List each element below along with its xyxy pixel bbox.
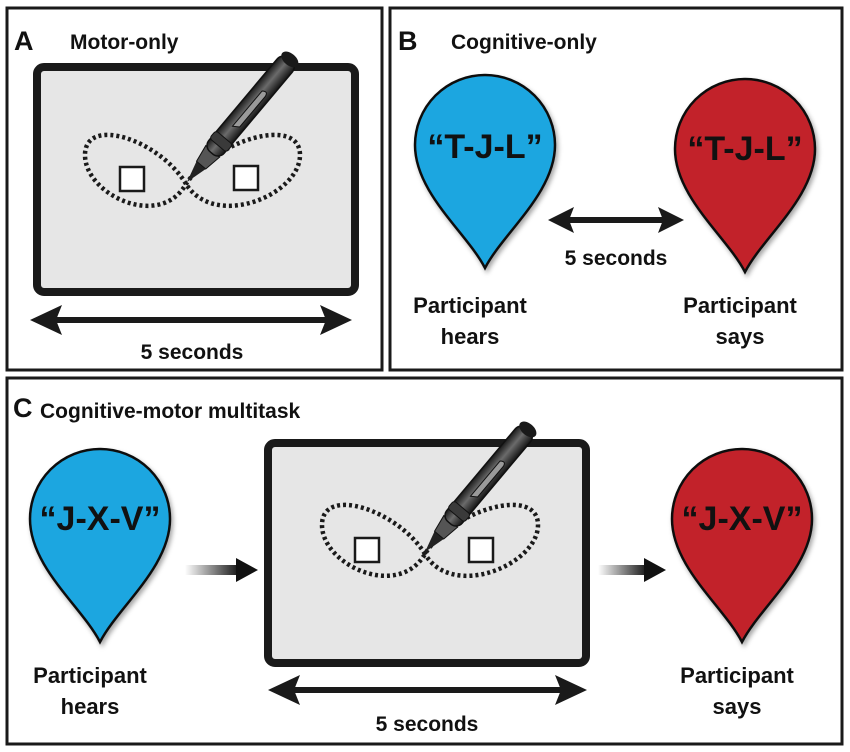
says-label-line1: Participant xyxy=(680,663,794,688)
panel-b-letter: B xyxy=(398,26,418,56)
panel-c-border xyxy=(5,376,844,746)
panel-b: B Cognitive-only “T-J-L” “T-J-L” 5 secon… xyxy=(388,6,844,372)
tablet-icon xyxy=(33,63,359,296)
panel-a-title: Motor-only xyxy=(70,31,179,54)
panel-a: A Motor-only 5 seconds xyxy=(5,6,384,372)
hears-label-line1: Participant xyxy=(33,663,147,688)
speech-drop-icon-hear xyxy=(413,73,557,270)
says-label-line2: says xyxy=(716,324,765,349)
flow-arrow-out xyxy=(598,558,666,582)
says-label-line2: says xyxy=(713,694,762,719)
target-square-left xyxy=(118,165,146,193)
figure-eight-path xyxy=(319,502,541,579)
says-label-line1: Participant xyxy=(683,293,797,318)
hears-label-line2: hears xyxy=(61,694,120,719)
panel-c-title: Cognitive-motor multitask xyxy=(40,400,301,423)
figure-eight-path xyxy=(82,132,303,209)
duration-label: 5 seconds xyxy=(141,341,244,364)
hears-label-line2: hears xyxy=(441,324,500,349)
speech-drop-icon-say xyxy=(670,447,814,644)
panel-b-border xyxy=(388,6,844,372)
panel-c: C Cognitive-motor multitask “J-X-V” 5 se… xyxy=(5,376,844,746)
panel-a-border xyxy=(5,6,384,372)
duration-label: 5 seconds xyxy=(376,713,479,736)
target-square-right xyxy=(467,536,495,564)
speech-drop-icon-say xyxy=(673,77,817,274)
flow-arrow-in xyxy=(185,558,258,582)
target-square-right xyxy=(232,164,260,192)
duration-arrow xyxy=(548,207,684,233)
said-letters: “T-J-L” xyxy=(687,130,802,168)
heard-letters: “J-X-V” xyxy=(40,500,161,538)
heard-letters: “T-J-L” xyxy=(427,128,542,166)
panel-b-title: Cognitive-only xyxy=(451,31,597,54)
speech-drop-icon-hear xyxy=(28,447,172,644)
duration-arrow xyxy=(30,305,352,335)
panel-a-letter: A xyxy=(14,26,34,56)
duration-arrow xyxy=(268,675,587,705)
panel-c-letter: C xyxy=(13,393,33,423)
duration-label: 5 seconds xyxy=(565,247,668,270)
target-square-left xyxy=(353,536,381,564)
said-letters: “J-X-V” xyxy=(682,500,803,538)
hears-label-line1: Participant xyxy=(413,293,527,318)
